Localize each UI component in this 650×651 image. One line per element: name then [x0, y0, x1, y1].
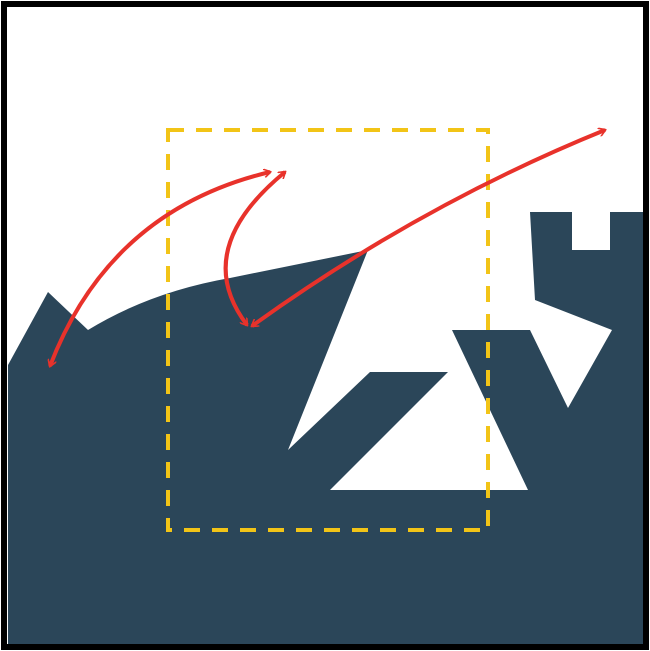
castle-notch [572, 212, 610, 250]
